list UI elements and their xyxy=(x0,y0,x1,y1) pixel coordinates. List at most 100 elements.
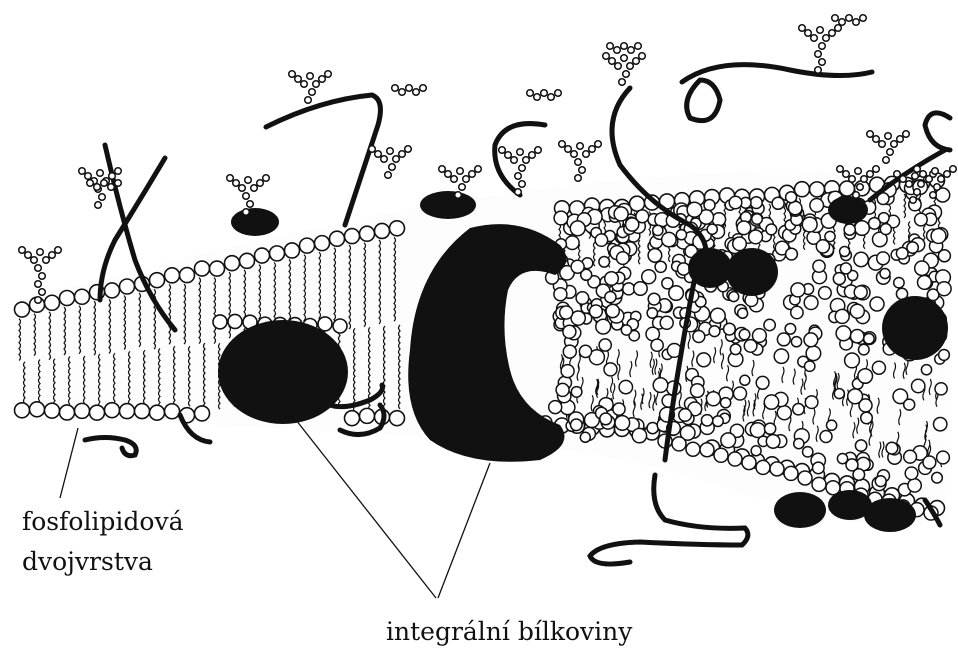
lipid-head xyxy=(120,404,135,419)
lipid-head xyxy=(739,329,750,340)
lipid-head xyxy=(810,182,825,197)
sugar-unit xyxy=(301,81,308,88)
sugar-unit xyxy=(535,147,542,154)
sugar-unit xyxy=(295,76,302,83)
lipid-head xyxy=(864,334,874,344)
sugar-unit xyxy=(867,171,874,178)
lipid-head xyxy=(315,236,330,251)
sugar-unit xyxy=(245,177,252,184)
sugar-unit xyxy=(55,247,62,254)
lipid-head xyxy=(390,221,405,236)
lipid-head xyxy=(728,452,742,466)
lipid-head xyxy=(756,460,770,474)
sugar-unit xyxy=(628,47,635,54)
lipid-head xyxy=(686,442,700,456)
sugar-unit xyxy=(227,175,234,182)
lipid-head xyxy=(614,207,628,221)
sugar-unit xyxy=(319,76,326,83)
sugar-unit xyxy=(894,171,901,178)
protein-top-small-2 xyxy=(420,191,476,219)
lipid-head xyxy=(165,404,180,419)
lipid-head xyxy=(579,345,591,357)
sugar-unit xyxy=(817,27,824,34)
sugar-unit xyxy=(873,166,880,173)
lipid-head xyxy=(195,261,210,276)
sugar-unit xyxy=(405,146,412,153)
lipid-head xyxy=(580,432,590,442)
sugar-unit xyxy=(457,168,464,175)
sugar-unit xyxy=(577,143,584,150)
lipid-head xyxy=(679,409,692,422)
lipid-head xyxy=(836,326,851,341)
lipid-head xyxy=(791,306,803,318)
lipid-head xyxy=(729,292,739,302)
sugar-unit xyxy=(860,15,867,22)
sugar-unit xyxy=(819,43,826,50)
sugar-unit xyxy=(918,181,925,188)
sugar-unit xyxy=(906,181,913,188)
protein-bottom-cluster-3 xyxy=(864,498,916,532)
lipid-head xyxy=(660,316,673,329)
lipid-head xyxy=(886,442,898,454)
sugar-unit xyxy=(289,71,296,78)
lipid-head xyxy=(678,263,690,275)
lipid-head xyxy=(880,224,891,235)
sugar-unit xyxy=(614,47,621,54)
lipid-head xyxy=(733,237,747,251)
lipid-head xyxy=(563,325,576,338)
lipid-head xyxy=(804,296,818,310)
sugar-unit xyxy=(455,192,462,199)
lipid-head xyxy=(915,213,928,226)
sugar-unit xyxy=(857,184,864,191)
lipid-head xyxy=(556,383,569,396)
sugar-unit xyxy=(108,184,115,191)
lipid-head xyxy=(619,380,632,393)
lipid-head xyxy=(907,242,918,253)
lipid-head xyxy=(375,223,390,238)
sugar-unit xyxy=(475,166,482,173)
lipid-head xyxy=(793,404,804,415)
lipid-head xyxy=(714,448,728,462)
lipid-head xyxy=(766,224,777,235)
leader-line-protein-left xyxy=(296,420,436,598)
lipid-head xyxy=(687,202,702,217)
lipid-head xyxy=(855,221,870,236)
lipid-head xyxy=(345,411,360,426)
sugar-unit xyxy=(527,90,534,97)
lipid-head xyxy=(918,276,932,290)
sugar-unit xyxy=(95,202,102,209)
sugar-unit xyxy=(115,180,122,187)
sugar-unit xyxy=(846,15,853,22)
sugar-unit xyxy=(87,180,94,187)
sugar-unit xyxy=(635,43,642,50)
sugar-unit xyxy=(861,176,868,183)
sugar-unit xyxy=(853,19,860,26)
label-bilayer-line1: fosfolipidová xyxy=(22,507,184,536)
lipid-head xyxy=(750,197,762,209)
lipid-head xyxy=(45,295,60,310)
sugar-unit xyxy=(627,63,634,70)
sugar-unit xyxy=(25,252,32,259)
lipid-head xyxy=(707,224,717,234)
sugar-unit xyxy=(413,89,420,96)
lipid-head xyxy=(700,443,714,457)
lipid-head xyxy=(835,309,849,323)
sugar-unit xyxy=(247,201,254,208)
lipid-head xyxy=(805,361,815,371)
sugar-unit xyxy=(369,146,376,153)
integral-protein-left xyxy=(218,320,348,424)
lipid-head xyxy=(595,234,607,246)
lipid-head xyxy=(710,308,725,323)
sugar-unit xyxy=(621,43,628,50)
sugar-unit xyxy=(633,58,640,65)
sugar-unit xyxy=(623,71,630,78)
sugar-unit xyxy=(595,141,602,148)
sugar-unit xyxy=(519,181,526,188)
lipid-head xyxy=(827,420,837,430)
sugar-unit xyxy=(37,249,44,256)
sugar-unit xyxy=(515,173,522,180)
sugar-unit xyxy=(914,166,921,173)
sugar-unit xyxy=(867,131,874,138)
lipid-head xyxy=(697,353,711,367)
